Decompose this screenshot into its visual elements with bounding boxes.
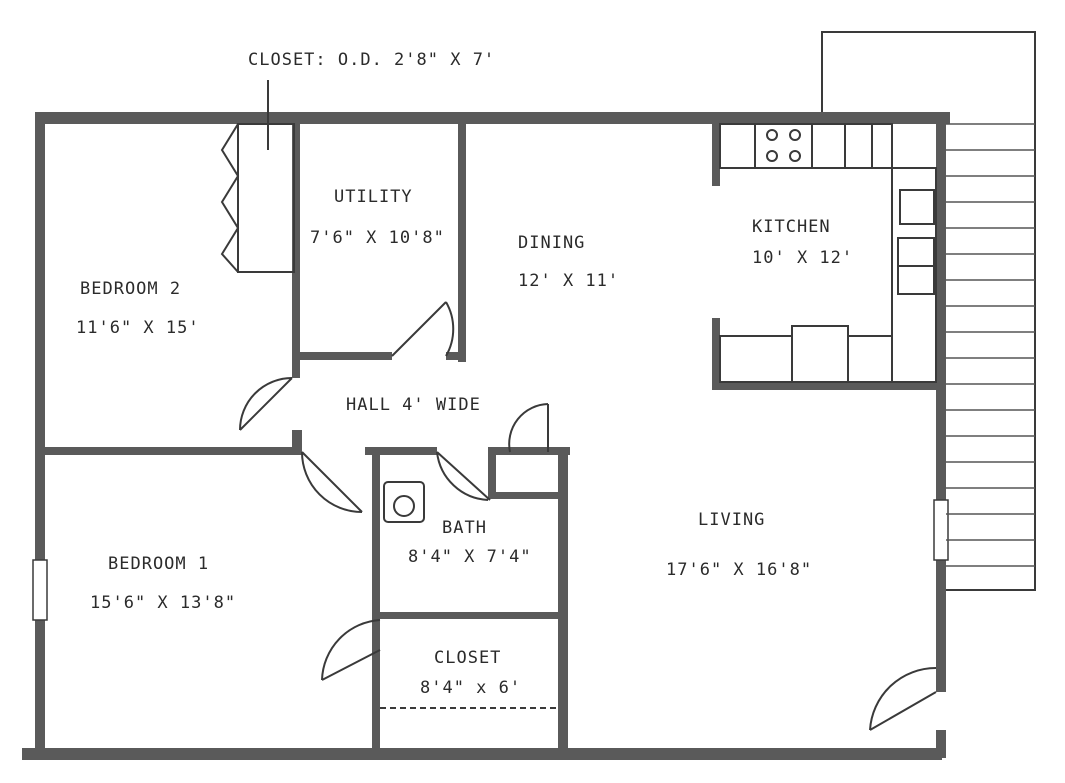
exterior-stairs (821, 31, 1036, 591)
dining-name: DINING (518, 233, 585, 253)
bedroom2-size: 11'6" X 15' (76, 318, 200, 338)
bedroom2-name: BEDROOM 2 (80, 279, 181, 299)
bedroom1-name: BEDROOM 1 (108, 554, 209, 574)
kitchen-name: KITCHEN (752, 217, 831, 237)
bedroom1-size: 15'6" X 13'8" (90, 593, 236, 613)
room-labels: CLOSET: O.D. 2'8" X 7' UTILITY 7'6" X 10… (76, 50, 853, 698)
utility-size: 7'6" X 10'8" (310, 228, 445, 248)
hall-name: HALL 4' WIDE (346, 395, 481, 415)
utility-name: UTILITY (334, 187, 413, 207)
kitchen-size: 10' X 12' (752, 248, 853, 268)
living-name: LIVING (698, 510, 765, 530)
dining-size: 12' X 11' (518, 271, 619, 291)
doors (239, 301, 937, 731)
closet-note: CLOSET: O.D. 2'8" X 7' (248, 50, 495, 70)
bath-name: BATH (442, 518, 487, 538)
living-size: 17'6" X 16'8" (666, 560, 812, 580)
kitchen-fixtures (719, 123, 937, 383)
closet-name: CLOSET (434, 648, 501, 668)
closet-size: 8'4" x 6' (420, 678, 521, 698)
exterior-walls (22, 112, 950, 760)
interior-walls (40, 120, 942, 752)
bedroom2-closet (220, 80, 295, 273)
bath-size: 8'4" X 7'4" (408, 547, 532, 567)
